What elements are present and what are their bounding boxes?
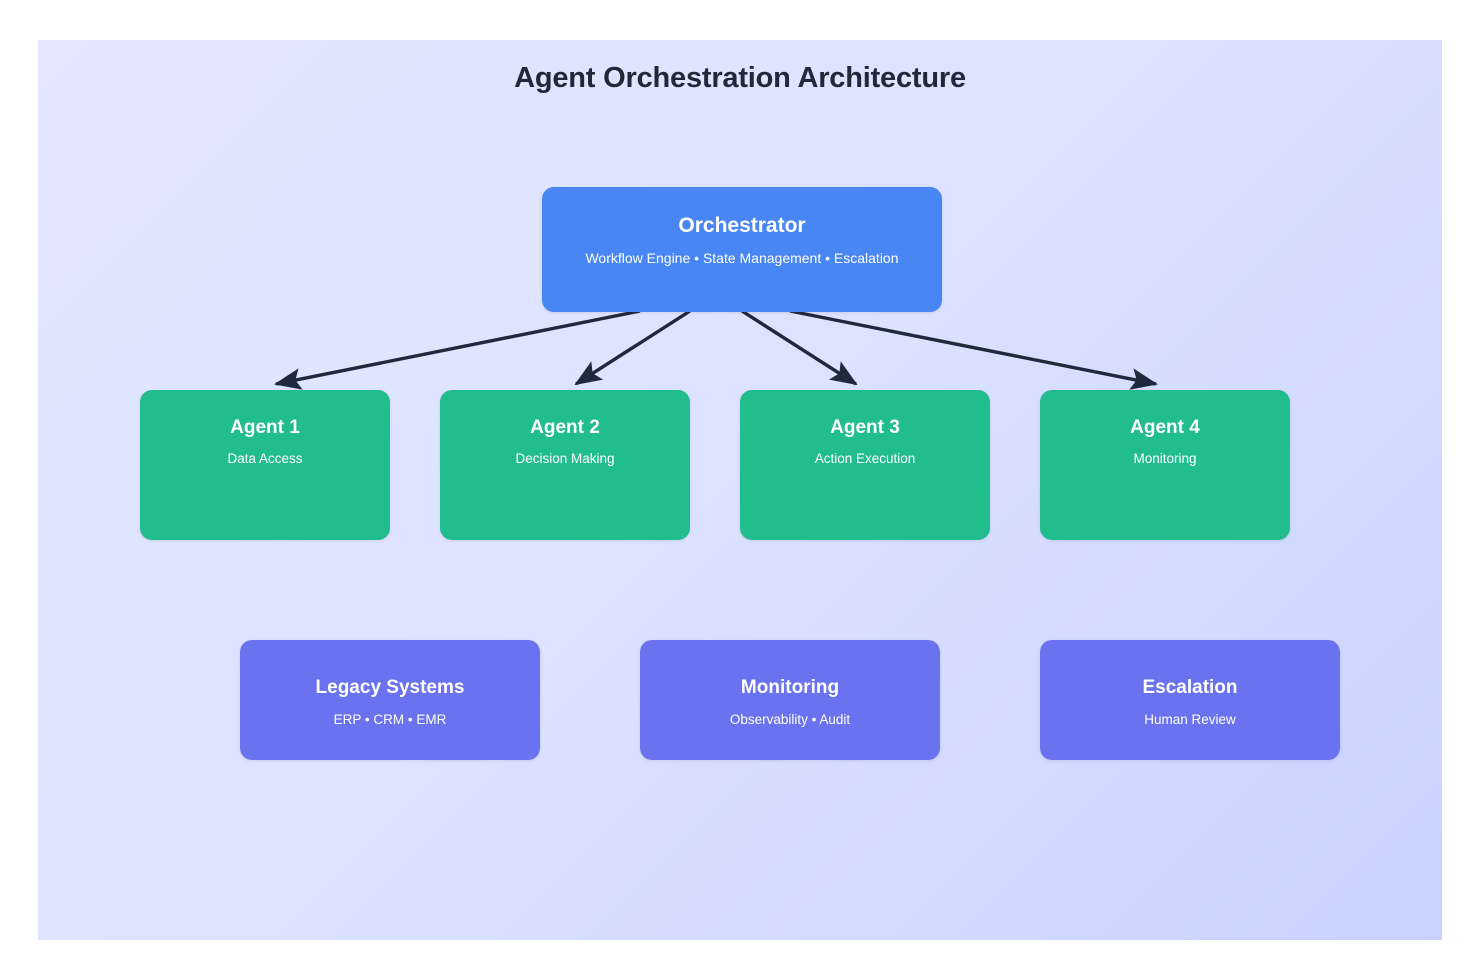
node-monitoring-title: Monitoring [740, 677, 840, 698]
node-agent-4-subtitle: Monitoring [1133, 450, 1197, 466]
node-agent-1-subtitle: Data Access [227, 450, 303, 466]
node-escalation-subtitle: Human Review [1144, 711, 1236, 727]
node-agent-2[interactable]: Agent 2 Decision Making [440, 390, 690, 540]
node-legacy-systems-subtitle: ERP • CRM • EMR [333, 711, 447, 727]
node-escalation-title: Escalation [1142, 677, 1238, 698]
node-agent-3-title: Agent 3 [830, 417, 900, 438]
node-legacy-systems[interactable]: Legacy Systems ERP • CRM • EMR [240, 640, 540, 760]
node-agent-2-subtitle: Decision Making [515, 450, 615, 466]
node-agent-1[interactable]: Agent 1 Data Access [140, 390, 390, 540]
diagram-canvas: Agent Orchestration Architecture Orchest… [38, 40, 1442, 940]
connector-orchestrator-to-agent-3 [741, 309, 858, 386]
node-legacy-systems-title: Legacy Systems [315, 677, 465, 698]
connector-orchestrator-to-agent-4 [789, 309, 1159, 390]
node-monitoring[interactable]: Monitoring Observability • Audit [640, 640, 940, 760]
node-agent-4-title: Agent 4 [1130, 417, 1200, 438]
node-agent-1-title: Agent 1 [230, 417, 300, 438]
diagram-title: Agent Orchestration Architecture [514, 62, 966, 94]
node-escalation[interactable]: Escalation Human Review [1040, 640, 1340, 760]
node-orchestrator[interactable]: Orchestrator Workflow Engine • State Man… [542, 187, 942, 312]
node-orchestrator-subtitle: Workflow Engine • State Management • Esc… [585, 250, 899, 267]
node-agent-3[interactable]: Agent 3 Action Execution [740, 390, 990, 540]
node-agent-2-title: Agent 2 [530, 417, 600, 438]
node-agent-3-subtitle: Action Execution [814, 450, 916, 466]
node-monitoring-subtitle: Observability • Audit [729, 711, 851, 727]
connector-orchestrator-to-agent-1 [273, 309, 641, 390]
node-agent-4[interactable]: Agent 4 Monitoring [1040, 390, 1290, 540]
connector-orchestrator-to-agent-2 [574, 309, 691, 386]
node-orchestrator-title: Orchestrator [678, 214, 806, 237]
